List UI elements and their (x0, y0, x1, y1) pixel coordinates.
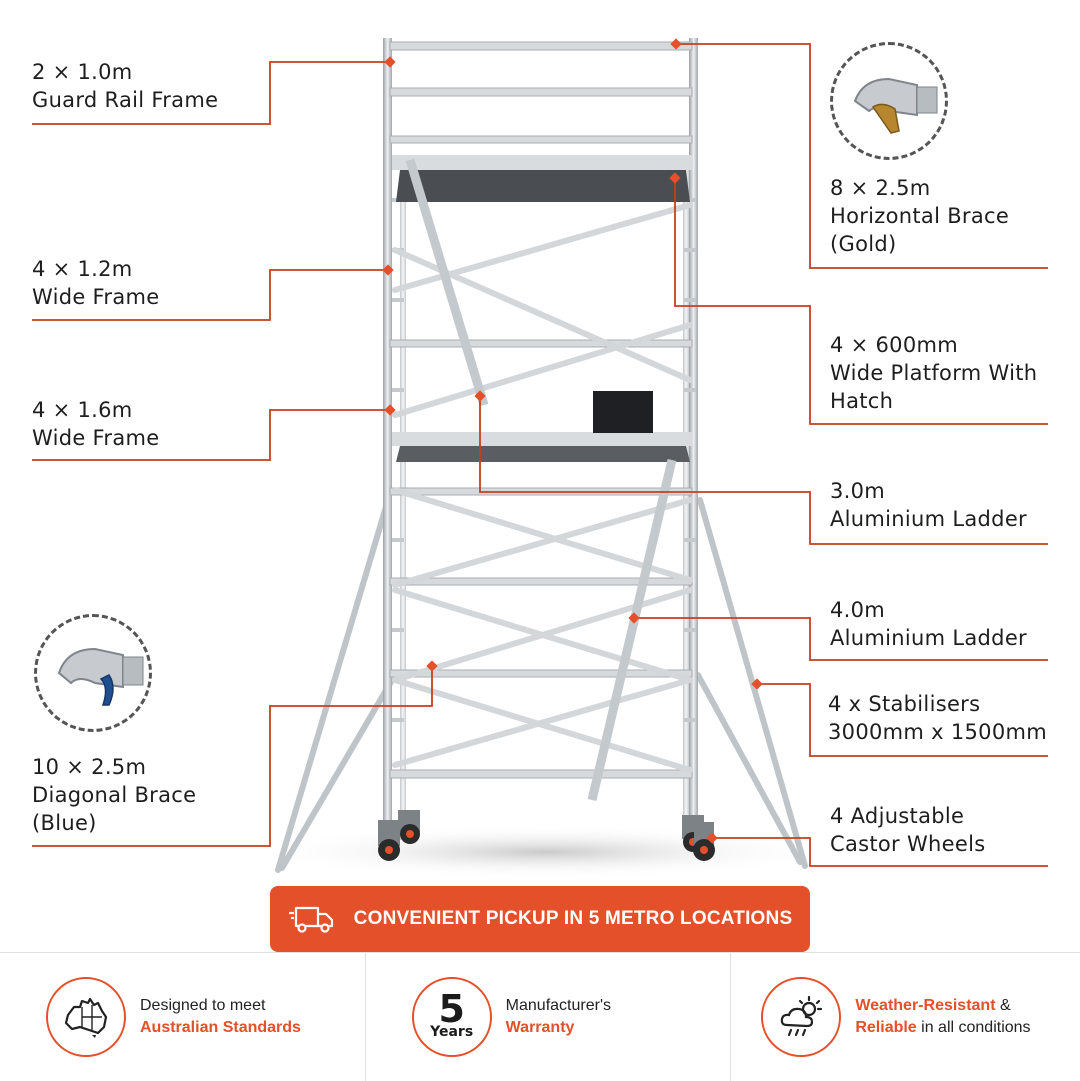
label-stabilisers: 4 x Stabilisers 3000mm x 1500mm (828, 690, 1047, 746)
label-guard-rail-frame: 2 × 1.0m Guard Rail Frame (32, 58, 218, 114)
feature-text: Manufacturer's Warranty (506, 995, 611, 1039)
label-qty: 2 × 1.0m (32, 60, 133, 84)
label-diagonal-brace: 10 × 2.5m Diagonal Brace (Blue) (32, 753, 196, 837)
label-name: Aluminium Ladder (830, 626, 1027, 650)
feature-line1: Designed to meet (140, 997, 266, 1014)
label-name: Horizontal Brace (830, 204, 1010, 228)
platforms (392, 155, 692, 462)
feature-rest: in all conditions (916, 1019, 1031, 1036)
stabilisers (275, 497, 808, 873)
feature-highlight: Warranty (505, 1019, 575, 1036)
australia-map-icon (64, 997, 108, 1038)
label-note: (Gold) (830, 232, 897, 256)
feature-text: Weather-Resistant & Reliable in all cond… (855, 995, 1030, 1039)
features-footer: Designed to meet Australian Standards 5 … (0, 952, 1080, 1081)
pickup-banner[interactable]: CONVENIENT PICKUP IN 5 METRO LOCATIONS (270, 886, 810, 952)
label-qty: 4 × 1.2m (32, 257, 133, 281)
label-wide-platform: 4 × 600mm Wide Platform With Hatch (830, 331, 1037, 415)
label-qty: 4 × 600mm (830, 333, 959, 357)
label-name: Aluminium Ladder (830, 507, 1027, 531)
label-qty: 10 × 2.5m (32, 755, 147, 779)
label-name: Wide Frame (32, 285, 160, 309)
feature-icon-ring (46, 977, 126, 1057)
feature-icon-ring: 5 Years (411, 977, 492, 1057)
label-wide-frame-1-6: 4 × 1.6m Wide Frame (32, 396, 160, 452)
weather-cloud-icon (781, 995, 823, 1037)
label-qty: 4 x Stabilisers (828, 692, 981, 716)
diagonal-brace-clamp-detail (34, 614, 152, 732)
feature-highlight: Australian Standards (140, 1019, 301, 1036)
feature-icon-ring (761, 977, 842, 1057)
label-note: Hatch (830, 389, 894, 413)
label-ladder-3m: 3.0m Aluminium Ladder (830, 477, 1027, 533)
platform-hatch (593, 391, 653, 433)
banner-text: CONVENIENT PICKUP IN 5 METRO LOCATIONS (353, 908, 793, 929)
label-horizontal-brace: 8 × 2.5m Horizontal Brace (Gold) (830, 174, 1009, 258)
delivery-truck-icon (288, 906, 333, 933)
feature-australian-standards: Designed to meet Australian Standards (0, 953, 366, 1081)
feature-highlight-1: Weather-Resistant (855, 997, 996, 1014)
feature-weather-resistant: Weather-Resistant & Reliable in all cond… (731, 953, 1080, 1081)
badge-word: Years (430, 1024, 474, 1040)
label-name: 3000mm x 1500mm (828, 720, 1047, 744)
label-castor-wheels: 4 Adjustable Castor Wheels (830, 802, 985, 858)
label-name: Diagonal Brace (32, 783, 197, 807)
label-name: Castor Wheels (830, 832, 986, 856)
label-qty: 4 Adjustable (830, 804, 965, 828)
feature-amp: & (995, 997, 1011, 1014)
horizontal-brace-clamp-detail (830, 42, 948, 160)
feature-line1: Manufacturer's (505, 997, 611, 1014)
ladders (405, 158, 677, 802)
label-name: Guard Rail Frame (32, 88, 219, 112)
ground-shadow (255, 826, 835, 878)
feature-highlight-2: Reliable (855, 1019, 917, 1036)
feature-text: Designed to meet Australian Standards (140, 995, 301, 1039)
label-name: Wide Frame (32, 426, 160, 450)
blue-clamp-icon (57, 647, 144, 706)
feature-warranty: 5 Years Manufacturer's Warranty (366, 953, 732, 1081)
label-qty: 4 × 1.6m (32, 398, 133, 422)
gold-clamp-icon (853, 77, 938, 134)
label-qty: 8 × 2.5m (830, 176, 931, 200)
label-note: (Blue) (32, 811, 97, 835)
badge-number: 5 (438, 987, 465, 1031)
years-badge-icon: 5 Years (424, 989, 480, 1045)
label-qty: 3.0m (830, 479, 886, 503)
label-qty: 4.0m (830, 598, 886, 622)
label-ladder-4m: 4.0m Aluminium Ladder (830, 596, 1027, 652)
label-name: Wide Platform With (830, 361, 1038, 385)
label-wide-frame-1-2: 4 × 1.2m Wide Frame (32, 255, 160, 311)
